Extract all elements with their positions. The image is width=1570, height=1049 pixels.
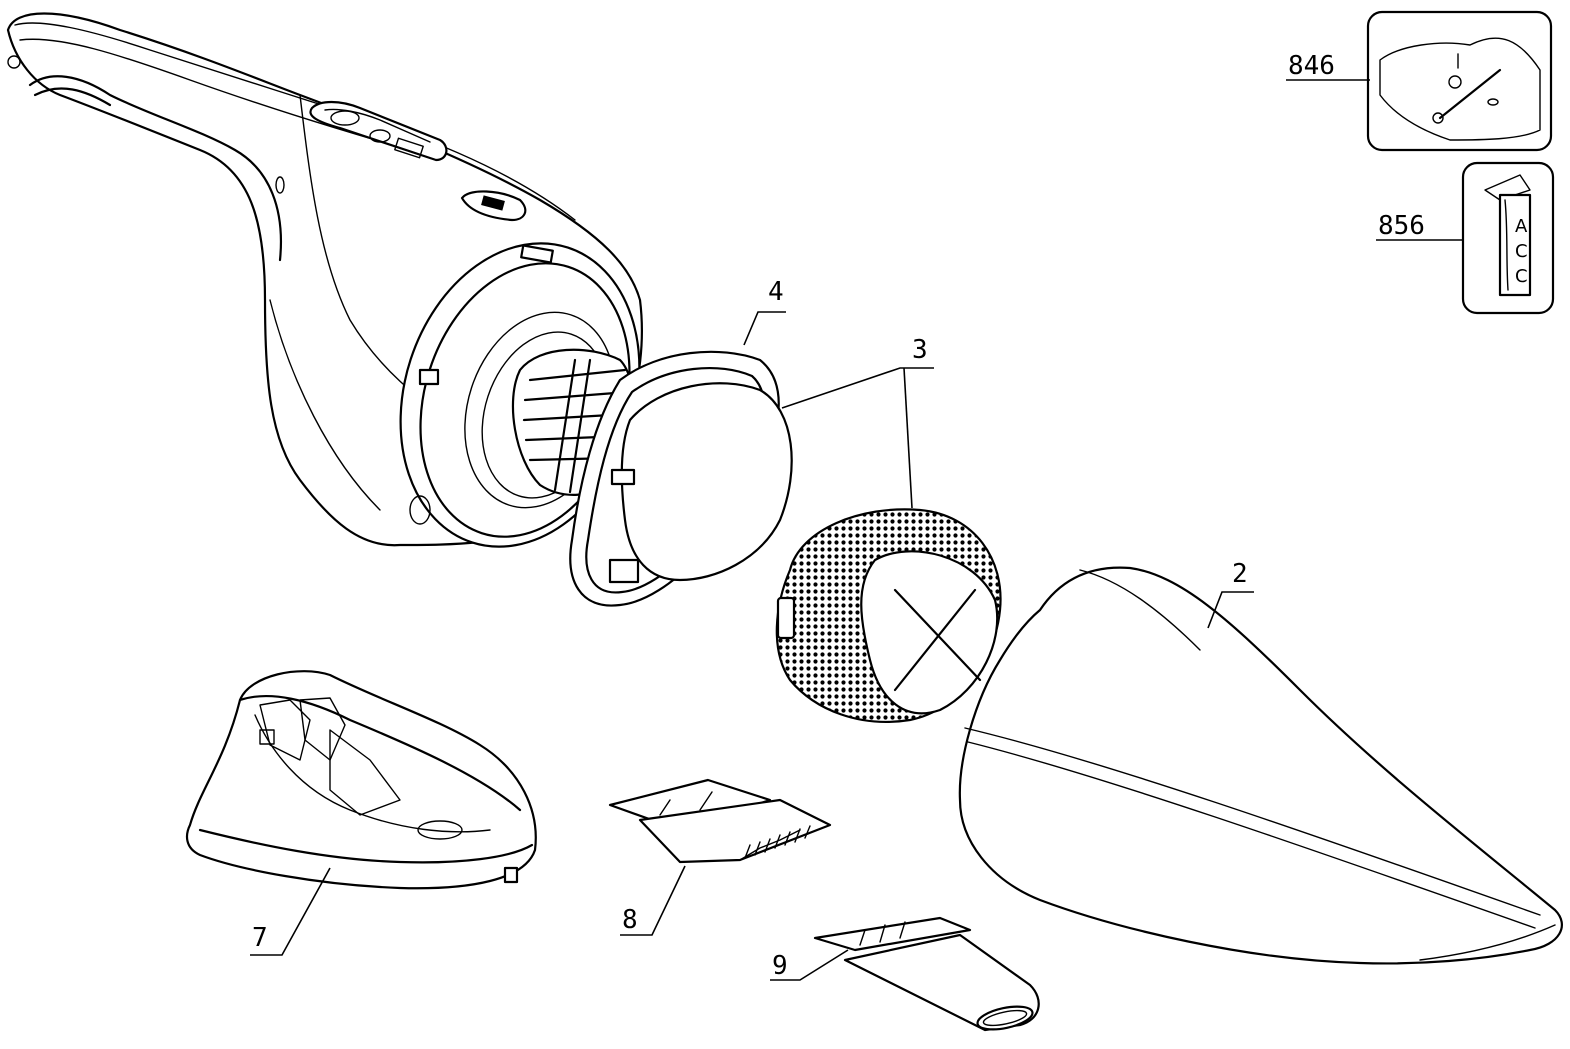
callout-label-2: 2 [1232, 559, 1248, 589]
callout-label-3: 3 [912, 335, 928, 365]
callout-label-8: 8 [622, 905, 638, 935]
card-letter-c1: C [1515, 241, 1528, 262]
part-2-dust-bowl [958, 566, 1563, 965]
part-856-instruction-card: A C C [1461, 161, 1555, 315]
part-4-filter-cone [569, 350, 793, 607]
callout-846: 846 [1286, 51, 1370, 81]
callout-856: 856 [1376, 211, 1464, 241]
callout-label-856: 856 [1378, 211, 1425, 241]
part-846-hardware-bag [1366, 10, 1553, 152]
callout-label-846: 846 [1288, 51, 1335, 81]
callout-2: 2 [1207, 559, 1254, 629]
card-letter-a: A [1515, 216, 1528, 237]
callout-label-9: 9 [772, 951, 788, 981]
callout-label-7: 7 [252, 923, 268, 953]
callout-7: 7 [250, 867, 331, 956]
part-9-crevice-tool [813, 916, 1040, 1032]
callout-8: 8 [620, 865, 686, 936]
charge-indicator-icon [460, 190, 527, 222]
part-8-brush-tool [608, 778, 832, 864]
vacuum-body-housing [6, 12, 643, 548]
callout-3: 3 [781, 335, 934, 509]
callout-9: 9 [770, 949, 849, 981]
part-3-mesh-filter [775, 508, 1002, 723]
power-switch-icon [309, 100, 448, 162]
callout-label-4: 4 [768, 277, 784, 307]
part-7-charging-base [185, 670, 537, 890]
callout-4: 4 [743, 277, 786, 346]
card-letter-c2: C [1515, 266, 1528, 287]
